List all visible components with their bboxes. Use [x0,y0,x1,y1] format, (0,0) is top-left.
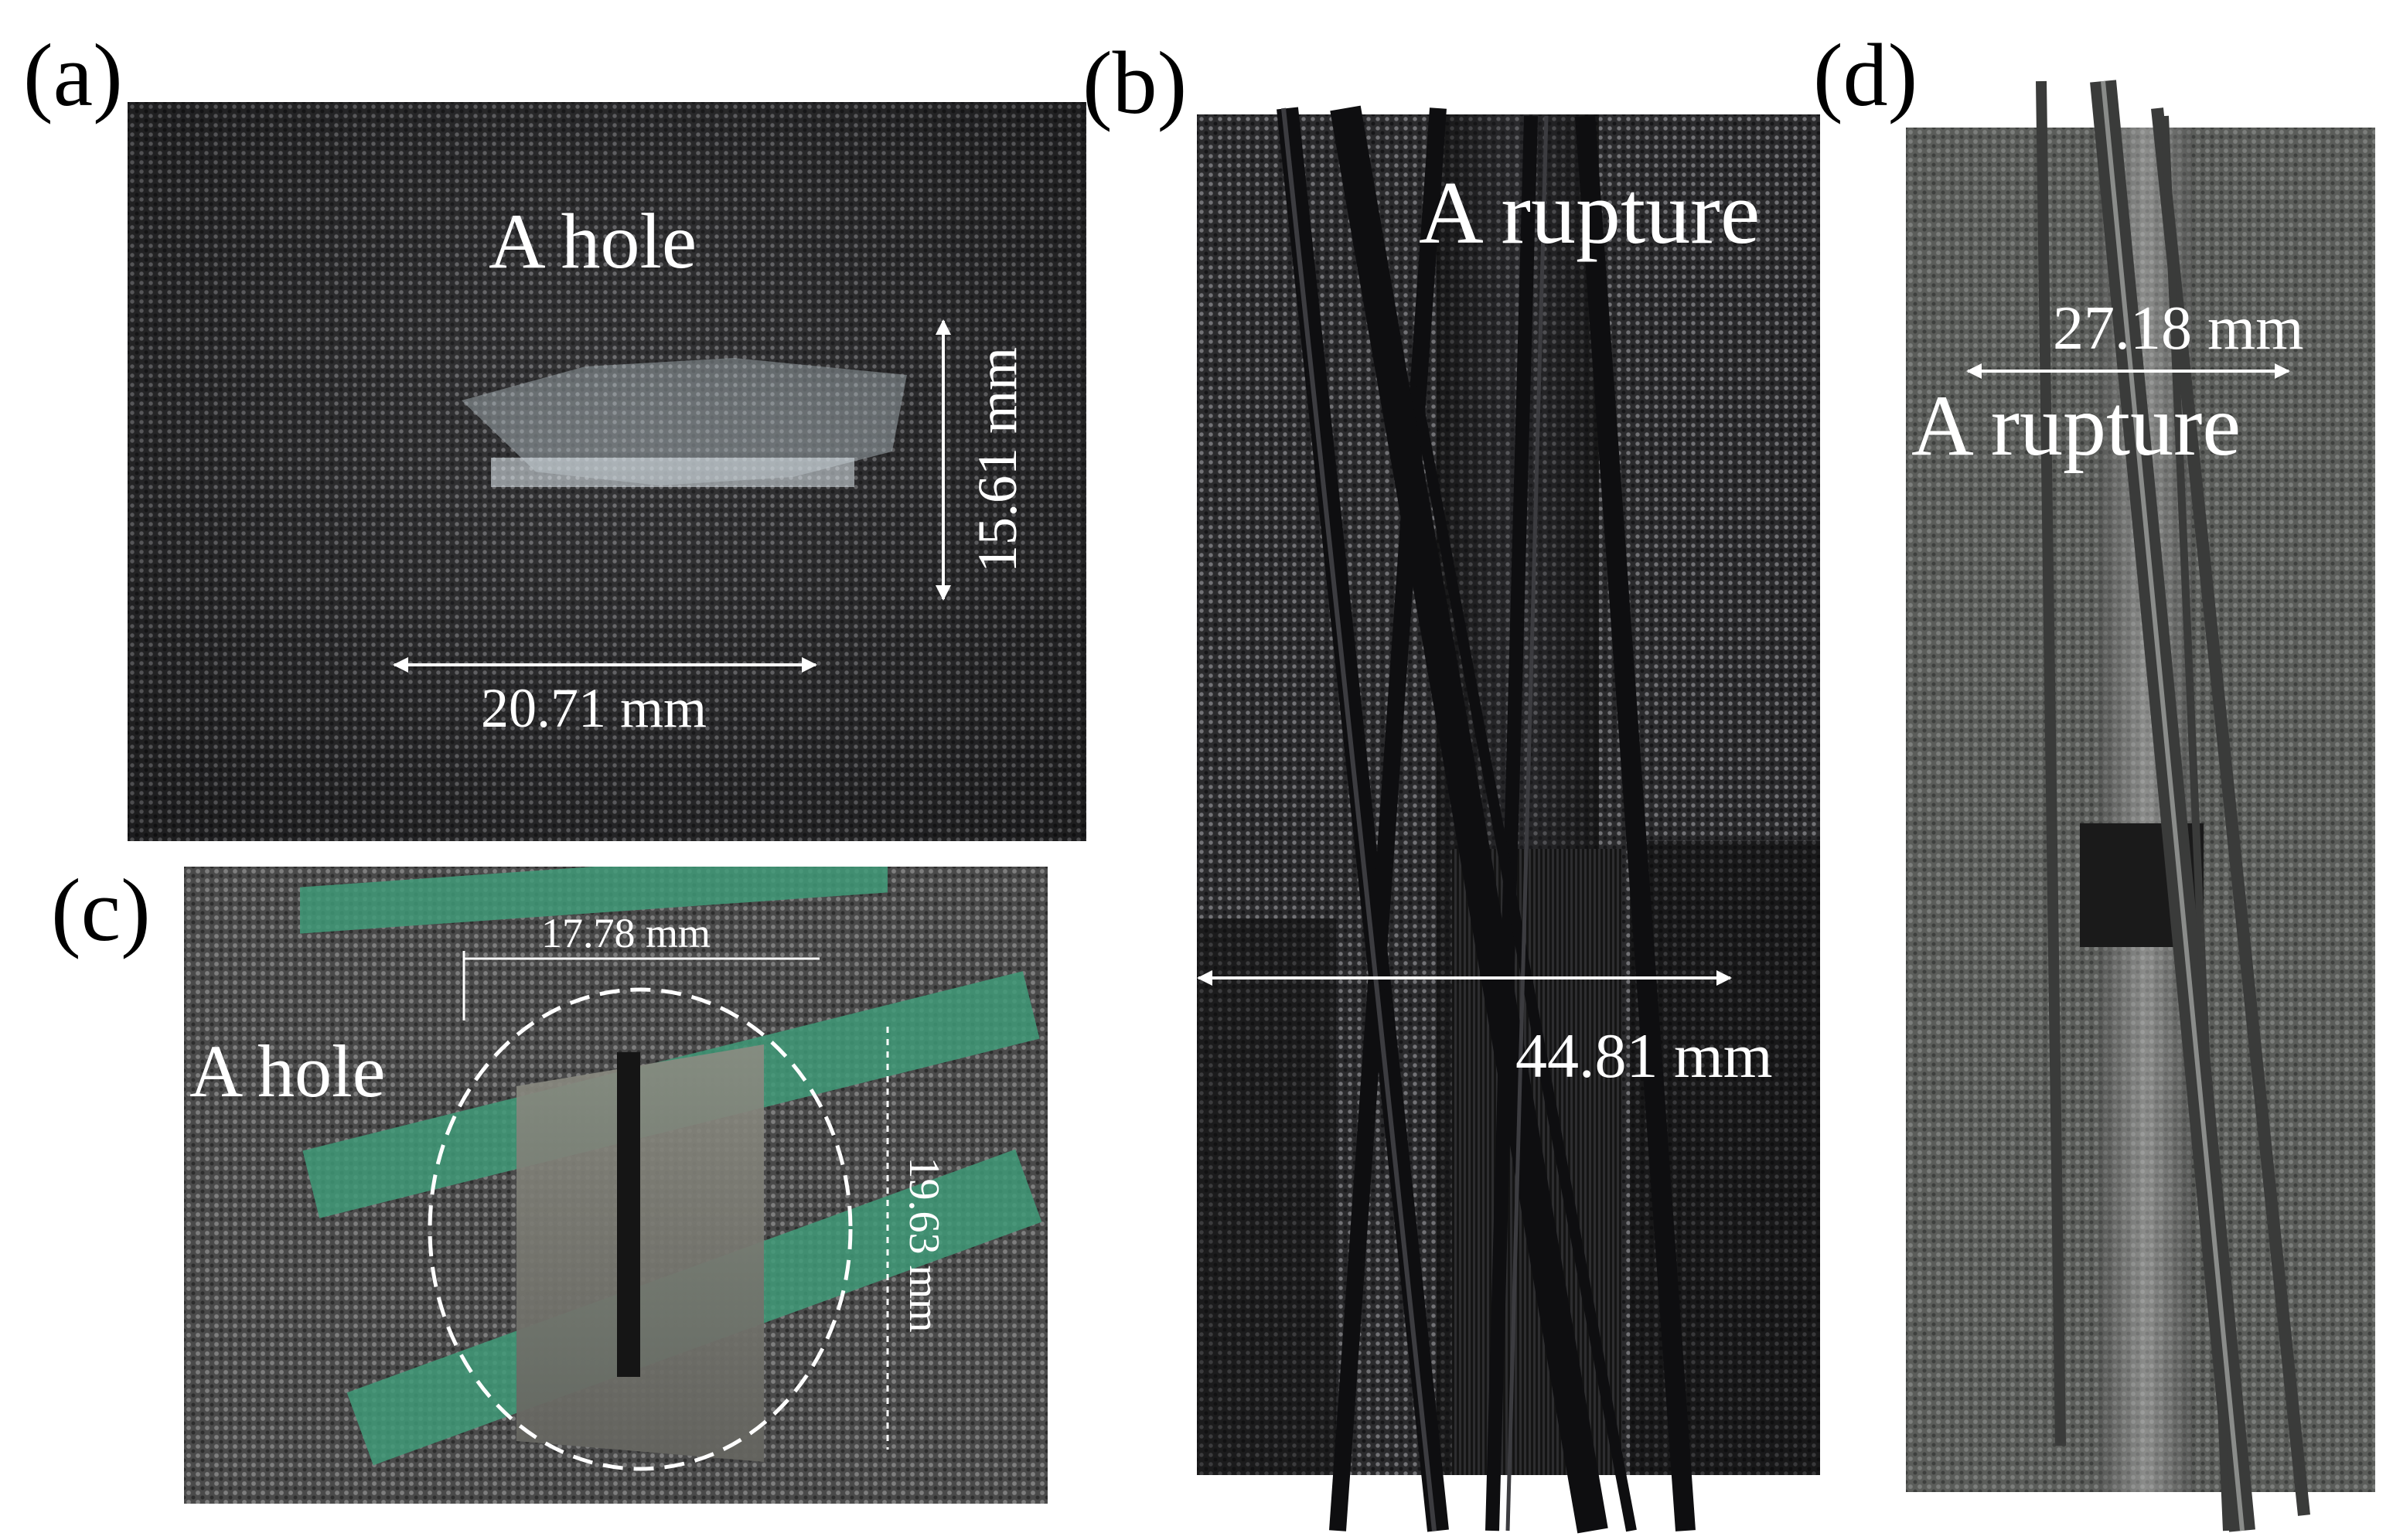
annotation-a-width: 20.71 mm [481,677,707,739]
annotation-a-title: A hole [489,198,697,285]
panel-label-a: (a) [23,26,123,125]
photo-panel-a [128,102,1086,841]
annotation-d-width: 27.18 mm [2053,295,2304,363]
hole-damage-c [516,1044,764,1462]
annotation-c-title: A hole [189,1030,386,1112]
annotation-a-height: 15.61 mm [966,346,1028,574]
panel-label-d: (d) [1813,26,1918,125]
panel-label-b: (b) [1082,34,1188,133]
annotation-d-title: A rupture [1911,378,2241,474]
photo-panel-c [184,867,1048,1504]
annotation-b-title: A rupture [1419,164,1761,263]
annotation-c-width: 17.78 mm [541,910,711,956]
annotation-c-height: 19.63 mm [900,1157,948,1333]
hole-outline-c [428,987,853,1471]
panel-label-c: (c) [51,861,151,960]
photo-panel-b [1197,114,1820,1475]
annotation-b-width: 44.81 mm [1515,1020,1773,1091]
